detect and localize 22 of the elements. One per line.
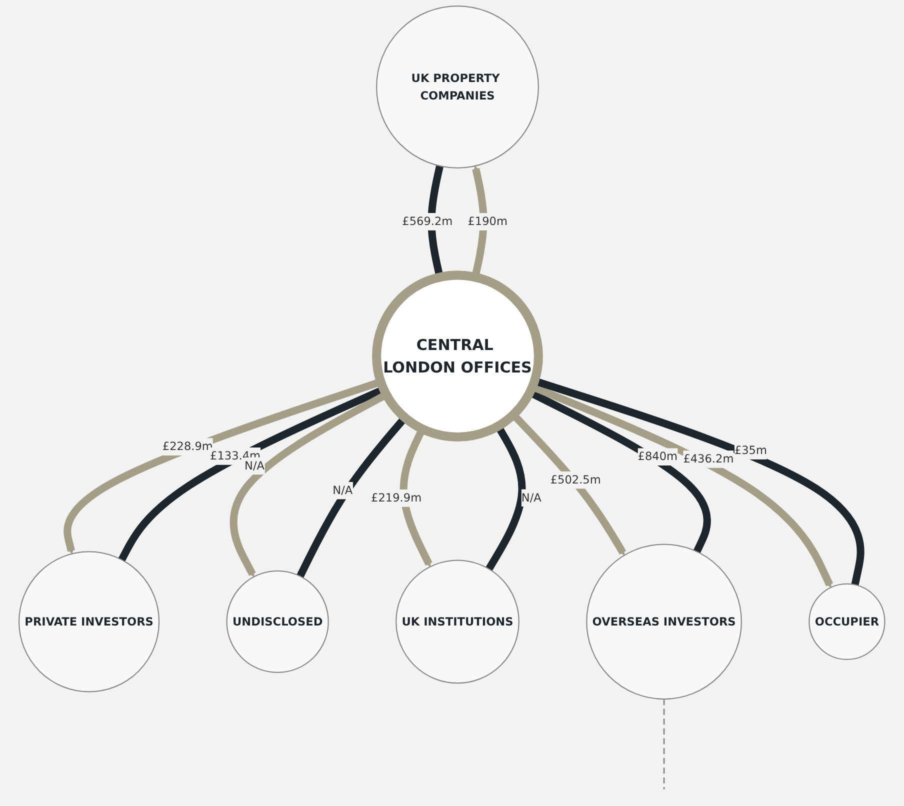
edge-label: £502.5m: [550, 472, 601, 486]
node-circle: PRIVATE INVESTORS: [18, 551, 160, 692]
edge-label: £436.2m: [683, 452, 734, 466]
node-circle: CENTRAL LONDON OFFICES: [372, 270, 544, 442]
edge-label: £840m: [638, 450, 678, 464]
edge-label: N/A: [244, 458, 265, 472]
edge-label: £569.2m: [402, 214, 453, 228]
arrow: [530, 390, 711, 554]
edge-label: £190m: [468, 214, 508, 228]
node-circle: UK INSTITUTIONS: [396, 560, 520, 684]
edge-label: £219.9m: [371, 491, 422, 505]
node-circle: UNDISCLOSED: [226, 570, 330, 674]
edge-label: N/A: [332, 483, 353, 497]
arrow: [486, 426, 526, 571]
edge-label: £228.9m: [162, 440, 214, 454]
node-circle: OCCUPIER: [808, 583, 886, 660]
edge-label: £35m: [734, 444, 768, 458]
arrow: [296, 417, 406, 578]
edge-label: N/A: [522, 490, 542, 504]
connector: [663, 699, 665, 790]
node-circle: UK PROPERTY COMPANIES: [376, 5, 540, 168]
node-circle: OVERSEAS INVESTORS: [586, 544, 742, 700]
